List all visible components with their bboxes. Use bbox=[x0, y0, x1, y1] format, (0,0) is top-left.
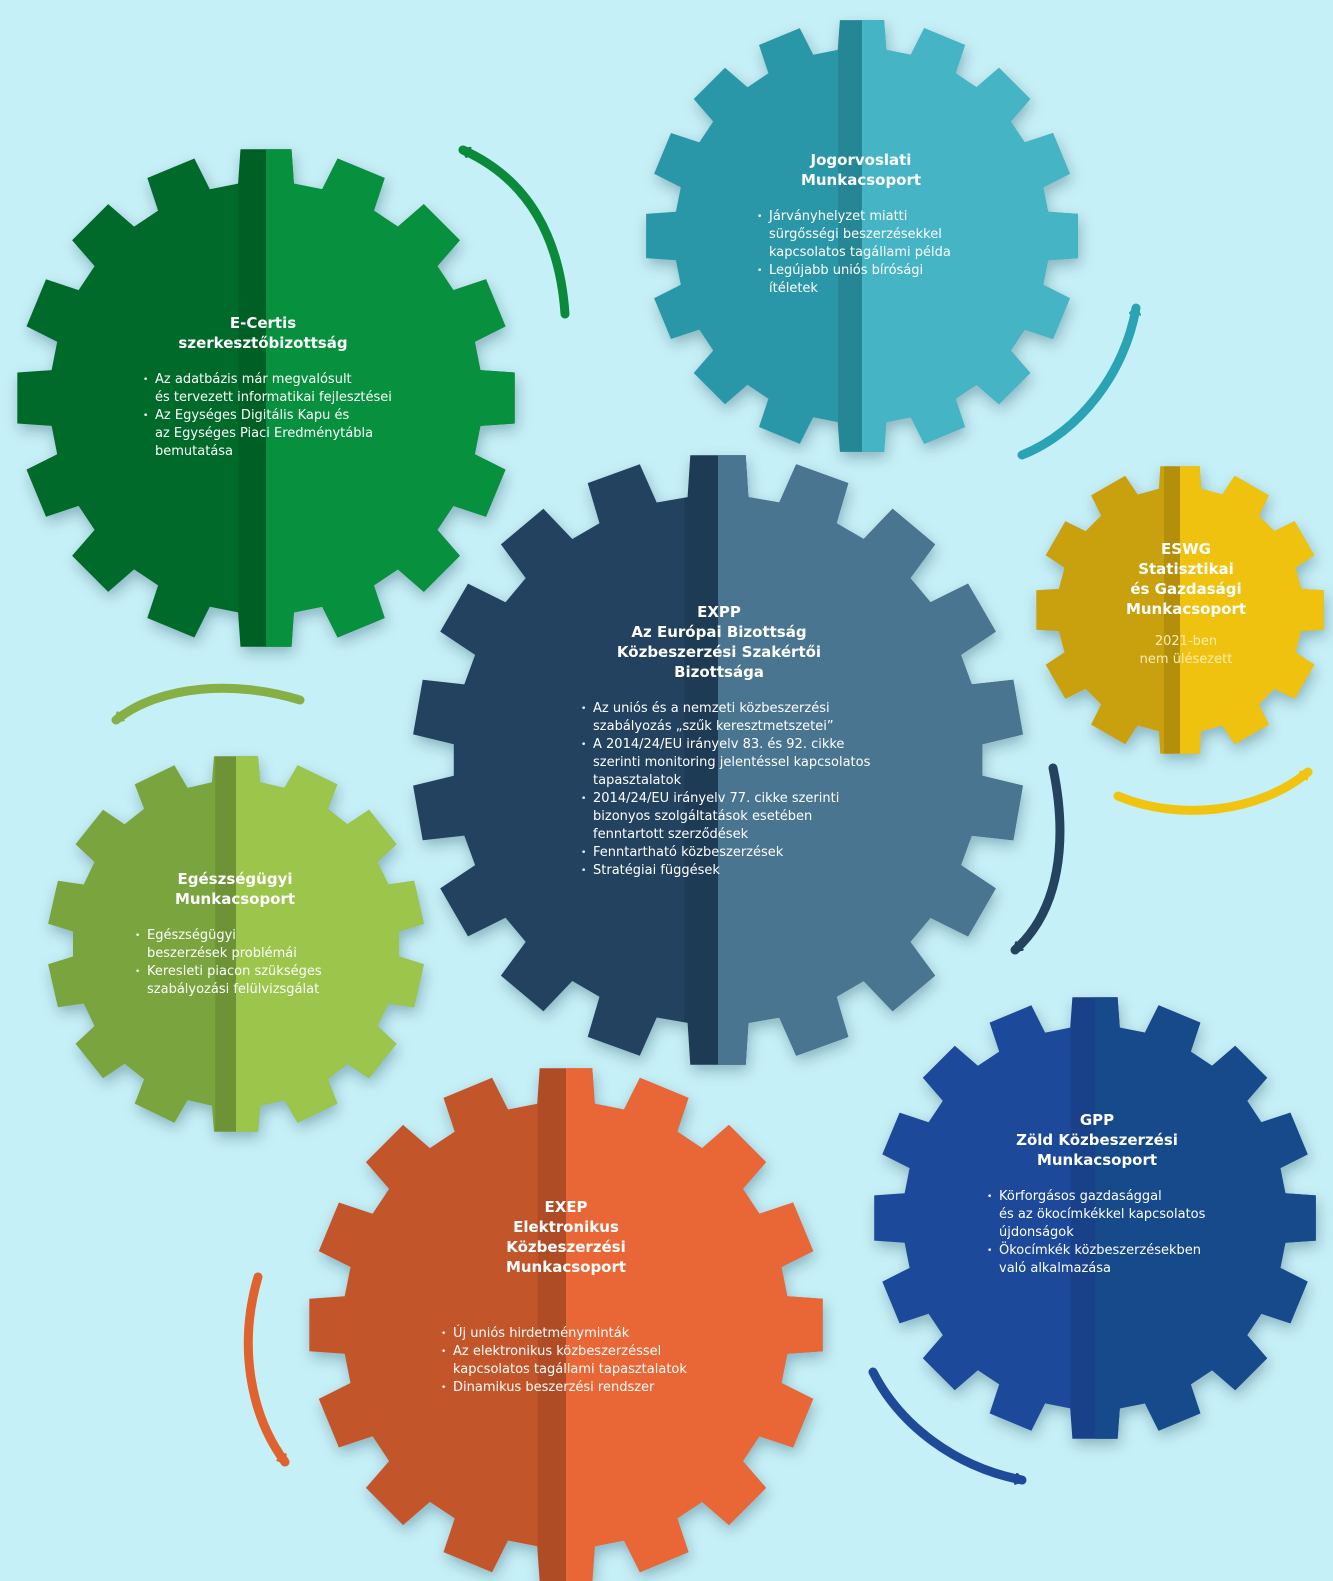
exep-title: EXEP Elektronikus Közbeszerzési Munkacso… bbox=[505, 1198, 627, 1276]
list-item: Körforgásos gazdasággal és az ökocímkékk… bbox=[987, 1188, 1247, 1242]
arrow-egeszseg-to-ecertis bbox=[111, 683, 305, 725]
list-item: 2014/24/EU irányelv 77. cikke szerinti b… bbox=[581, 790, 911, 844]
egeszseg-items: Egészségügyi beszerzések problémái Keres… bbox=[135, 927, 365, 999]
eswg-title: ESWG Statisztikai és Gazdasági Munkacsop… bbox=[1125, 540, 1247, 618]
jogorvoslati-panel: Jogorvoslati Munkacsoport Járványhelyzet… bbox=[757, 150, 987, 298]
arrow-exep-to-egeszseg bbox=[243, 1272, 290, 1467]
exep-items: Új uniós hirdetményminták Az elektroniku… bbox=[441, 1325, 731, 1397]
list-item: Fenntartható közbeszerzések bbox=[581, 844, 911, 862]
jogorvoslati-items: Járványhelyzet miatti sürgősségi beszerz… bbox=[757, 208, 987, 298]
list-item: Legújabb uniós bírósági ítéletek bbox=[757, 262, 987, 298]
arrow-ecertis-to-jogorvoslati bbox=[458, 145, 570, 319]
arrow-jogorvoslati-to-eswg bbox=[1017, 303, 1136, 460]
arrow-gpp-to-exep bbox=[868, 1367, 1027, 1480]
list-item: Az adatbázis már megvalósult és tervezet… bbox=[143, 371, 423, 407]
list-item: Stratégiai függések bbox=[581, 862, 911, 880]
ecertis-items: Az adatbázis már megvalósult és tervezet… bbox=[143, 371, 423, 461]
list-item: Járványhelyzet miatti sürgősségi beszerz… bbox=[757, 208, 987, 262]
list-item: Ökocímkék közbeszerzésekben való alkalma… bbox=[987, 1242, 1247, 1278]
gpp-title: GPP Zöld Közbeszerzési Munkacsoport bbox=[1016, 1111, 1178, 1169]
gpp-items: Körforgásos gazdasággal és az ökocímkékk… bbox=[987, 1188, 1247, 1278]
eswg-panel: ESWG Statisztikai és Gazdasági Munkacsop… bbox=[1106, 539, 1266, 669]
list-item: Keresleti piacon szükséges szabályozási … bbox=[135, 963, 365, 999]
list-item: A 2014/24/EU irányelv 83. és 92. cikke s… bbox=[581, 736, 911, 790]
gpp-panel: GPP Zöld Közbeszerzési Munkacsoport Körf… bbox=[987, 1110, 1247, 1278]
expp-title: EXPP Az Európai Bizottság Közbeszerzési … bbox=[616, 603, 822, 681]
arrow-expp-to-gpp bbox=[1010, 763, 1065, 955]
ecertis-title: E-Certis szerkesztőbizottság bbox=[178, 314, 348, 352]
expp-items: Az uniós és a nemzeti közbeszerzési szab… bbox=[581, 700, 911, 880]
egeszseg-title: Egészségügyi Munkacsoport bbox=[174, 870, 296, 908]
expp-panel: EXPP Az Európai Bizottság Közbeszerzési … bbox=[581, 602, 911, 880]
arrow-eswg-to-gpp bbox=[1113, 767, 1313, 815]
list-item: Új uniós hirdetményminták bbox=[441, 1325, 731, 1343]
egeszseg-panel: Egészségügyi Munkacsoport Egészségügyi b… bbox=[135, 869, 365, 999]
list-item: Az Egységes Digitális Kapu és az Egysége… bbox=[143, 407, 423, 461]
eswg-note: 2021-ben nem ülésezett bbox=[1139, 634, 1233, 667]
gear-fold-shade bbox=[1164, 466, 1180, 754]
cycle-arrows bbox=[111, 145, 1313, 1480]
list-item: Az uniós és a nemzeti közbeszerzési szab… bbox=[581, 700, 911, 736]
list-item: Az elektronikus közbeszerzéssel kapcsola… bbox=[441, 1343, 731, 1379]
list-item: Egészségügyi beszerzések problémái bbox=[135, 927, 365, 963]
ecertis-panel: E-Certis szerkesztőbizottság Az adatbázi… bbox=[143, 313, 423, 461]
jogorvoslati-title: Jogorvoslati Munkacsoport bbox=[800, 151, 922, 189]
exep-panel: EXEP Elektronikus Közbeszerzési Munkacso… bbox=[441, 1197, 731, 1397]
list-item: Dinamikus beszerzési rendszer bbox=[441, 1379, 731, 1397]
